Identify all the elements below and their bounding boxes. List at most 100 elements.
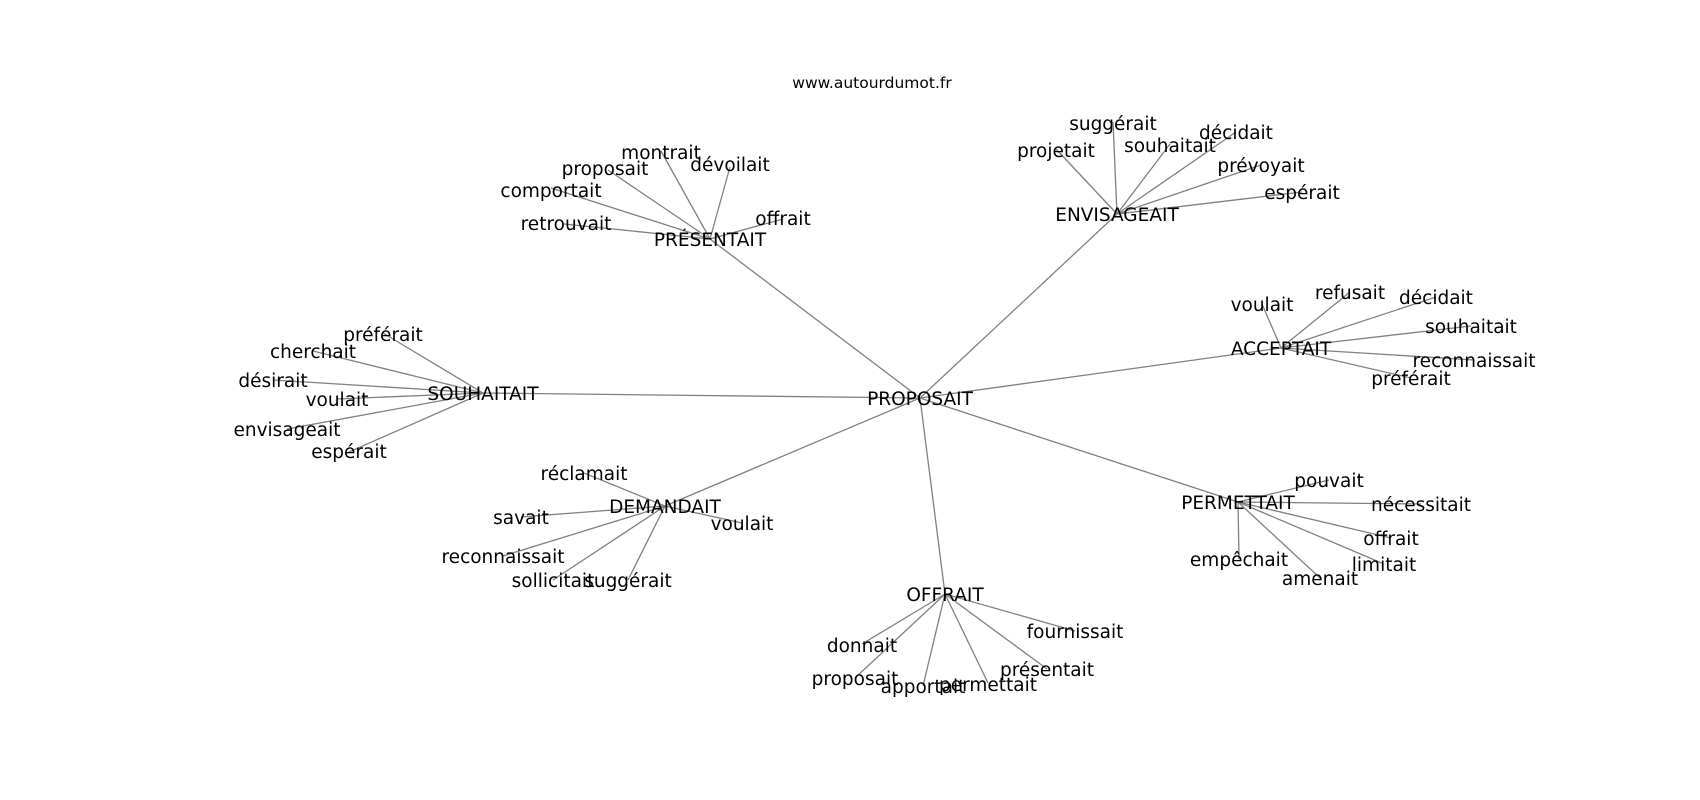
leaf-word-label: décidait	[1199, 123, 1273, 144]
edge-hub-leaf	[520, 505, 666, 518]
edge-hub-leaf	[552, 505, 666, 581]
leaf-word-label: retrouvait	[521, 214, 612, 235]
leaf-word-label: comportait	[500, 181, 601, 202]
edge-hub-leaf	[922, 593, 946, 687]
edge-hub-leaf	[336, 392, 484, 400]
edge-root-hub	[709, 238, 921, 399]
edge-hub-leaf	[944, 593, 1048, 670]
edge-hub-leaf	[1055, 148, 1118, 215]
leaf-word-label: empêchait	[1190, 550, 1288, 571]
edge-hub-leaf	[1280, 296, 1437, 349]
leaf-word-label: reconnaissait	[441, 547, 564, 568]
leaf-word-label: permettait	[939, 675, 1037, 696]
edge-hub-leaf	[1261, 303, 1282, 349]
edge-hub-leaf	[1280, 325, 1472, 349]
leaf-word-label: offrait	[755, 209, 810, 230]
edge-hub-leaf	[382, 332, 484, 394]
edge-root-hub	[919, 397, 946, 595]
leaf-word-label: désirait	[238, 371, 307, 392]
edge-root-hub	[482, 392, 921, 399]
hub-word-label: DEMANDAIT	[609, 497, 721, 518]
leaf-word-label: préférait	[343, 325, 423, 346]
leaf-word-label: amenait	[1282, 569, 1358, 590]
edge-hub-leaf	[1237, 479, 1330, 503]
edge-hub-leaf	[1116, 143, 1171, 215]
edge-hub-leaf	[563, 223, 711, 240]
leaf-word-label: suggérait	[584, 571, 672, 592]
leaf-word-label: décidait	[1399, 288, 1473, 309]
edge-hub-leaf	[286, 392, 484, 430]
edge-hub-leaf	[709, 166, 731, 240]
edge-hub-leaf	[1237, 501, 1392, 539]
edge-root-hub	[664, 397, 921, 507]
hub-word-label: OFFRAIT	[906, 585, 984, 606]
leaf-word-label: montrait	[621, 143, 701, 164]
edge-hub-leaf	[944, 593, 1076, 632]
hub-word-label: SOUHAITAIT	[427, 384, 539, 405]
edge-hub-leaf	[550, 187, 711, 240]
leaf-word-label: espérait	[311, 442, 386, 463]
leaf-word-label: apportait	[881, 677, 966, 698]
leaf-word-label: souhaitait	[1425, 317, 1517, 338]
leaf-word-label: pouvait	[1294, 471, 1363, 492]
edge-hub-leaf	[1237, 501, 1240, 560]
edge-hub-leaf	[709, 218, 784, 240]
leaf-word-label: espérait	[1264, 183, 1339, 204]
leaf-word-label: voulait	[306, 390, 369, 411]
edge-hub-leaf	[1237, 501, 1422, 505]
leaf-word-label: dévoilait	[690, 155, 769, 176]
edge-hub-leaf	[861, 593, 946, 645]
edge-hub-leaf	[348, 392, 484, 453]
edge-hub-leaf	[664, 505, 743, 524]
leaf-word-label: refusait	[1315, 283, 1385, 304]
leaf-word-label: nécessitait	[1371, 495, 1471, 516]
edge-hub-leaf	[627, 505, 666, 581]
leaf-word-label: prévoyait	[1217, 156, 1304, 177]
edge-hub-leaf	[1116, 131, 1237, 215]
leaf-word-label: voulait	[1231, 295, 1294, 316]
root-word-label: PROPOSAIT	[867, 389, 973, 410]
edge-hub-leaf	[660, 150, 711, 240]
leaf-word-label: sollicitait	[512, 571, 595, 592]
edge-hub-leaf	[583, 472, 666, 507]
edge-hub-leaf	[272, 379, 484, 394]
hub-word-label: ENVISAGEAIT	[1055, 205, 1179, 226]
leaf-word-label: proposait	[562, 159, 649, 180]
leaf-word-label: préférait	[1371, 369, 1451, 390]
leaf-word-label: souhaitait	[1124, 136, 1216, 157]
leaf-word-label: projetait	[1017, 141, 1095, 162]
edge-hub-leaf	[1237, 501, 1321, 579]
edge-hub-leaf	[1280, 347, 1475, 361]
edge-hub-leaf	[944, 593, 989, 684]
edge-hub-leaf	[1112, 121, 1118, 215]
edge-root-hub	[919, 347, 1282, 399]
leaf-word-label: offrait	[1363, 529, 1418, 550]
leaf-word-label: présentait	[1000, 660, 1094, 681]
edge-hub-leaf	[1280, 291, 1351, 349]
edge-hub-leaf	[502, 505, 666, 557]
edge-hub-leaf	[1237, 501, 1385, 565]
hub-word-label: PRÉSENTAIT	[654, 229, 767, 251]
leaf-word-label: envisageait	[233, 420, 340, 441]
edge-hub-leaf	[1280, 347, 1412, 379]
leaf-word-label: proposait	[812, 669, 899, 690]
leaf-word-label: voulait	[711, 514, 774, 535]
leaf-word-label: donnait	[827, 636, 897, 657]
edge-root-hub	[919, 397, 1239, 503]
edge-hub-leaf	[607, 169, 711, 240]
leaf-word-label: réclamait	[541, 464, 628, 485]
leaf-word-label: fournissait	[1027, 622, 1124, 643]
graph-edges	[272, 121, 1475, 687]
edge-hub-leaf	[854, 593, 946, 679]
leaf-word-label: limitait	[1352, 555, 1416, 576]
leaf-word-label: savait	[493, 508, 549, 529]
edge-hub-leaf	[1116, 164, 1262, 215]
hub-word-label: PERMETTAIT	[1181, 493, 1295, 514]
edge-hub-leaf	[312, 350, 484, 394]
leaf-word-label: reconnaissait	[1412, 351, 1535, 372]
edge-hub-leaf	[1116, 191, 1303, 215]
hub-word-label: ACCEPTAIT	[1231, 339, 1332, 360]
